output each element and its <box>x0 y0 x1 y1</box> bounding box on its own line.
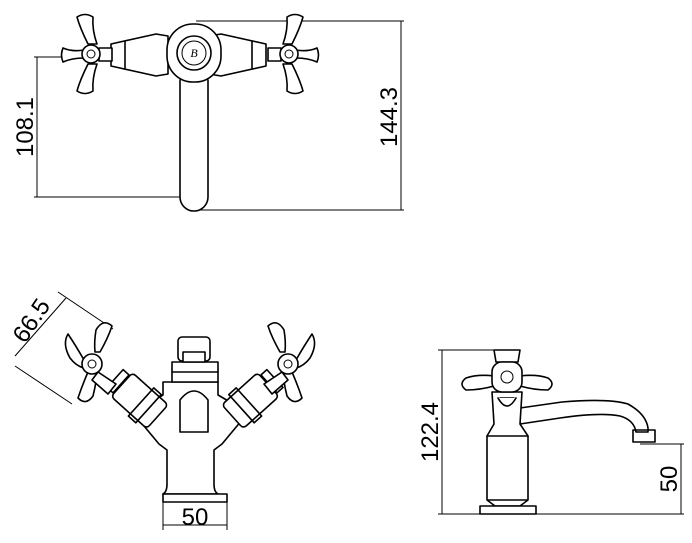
dim-top-right-height: 144.3 <box>376 87 403 147</box>
front-spout-opening <box>179 390 209 433</box>
side-base <box>479 505 537 515</box>
top-left-cross-handle <box>60 13 113 95</box>
dim-front-handle-width: 66.5 <box>8 294 57 348</box>
front-base <box>162 493 228 503</box>
side-spout <box>519 399 649 433</box>
top-view: B 108.1 144.3 <box>12 13 404 212</box>
front-right-cross-handle <box>263 322 316 403</box>
dim-top-left-height: 108.1 <box>12 97 39 157</box>
top-stem <box>179 79 209 212</box>
dim-front-base-width: 50 <box>182 504 209 531</box>
front-left-cross-handle <box>64 322 117 403</box>
top-view-dim-lines <box>34 20 404 211</box>
side-view: 122.4 50 <box>417 349 684 515</box>
dim-side-total-height: 122.4 <box>417 402 444 462</box>
top-left-sleeve <box>110 33 169 77</box>
side-cross-handle <box>461 349 553 393</box>
top-logo-letter: B <box>190 46 198 60</box>
dim-side-spout-height: 50 <box>656 466 683 493</box>
side-spout-aerator <box>632 429 656 443</box>
front-view: 66.5 50 <box>8 291 316 531</box>
top-right-cross-handle <box>267 13 320 95</box>
